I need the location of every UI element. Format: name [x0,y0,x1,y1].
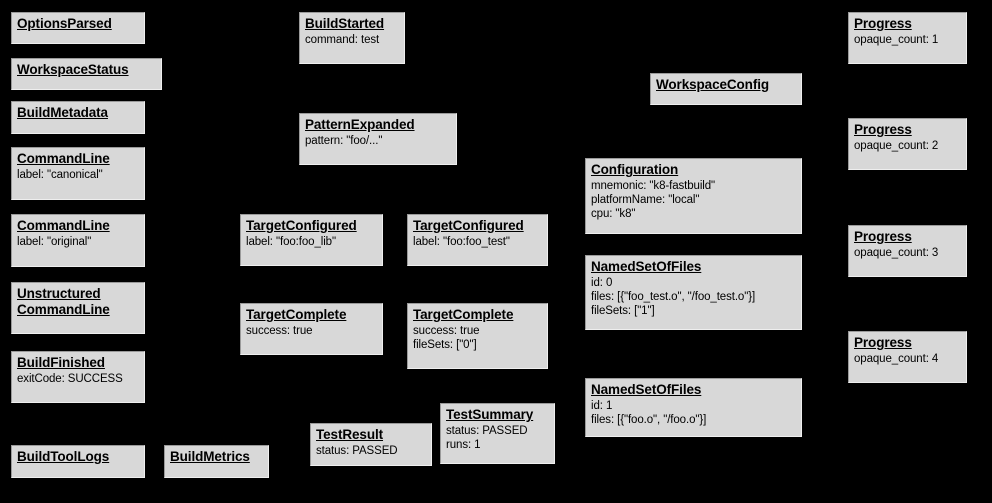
event-node-fields: exitCode: SUCCESS [17,373,123,385]
event-node-workspace-status[interactable]: WorkspaceStatus [11,58,162,90]
event-node-title: BuildFinished [17,355,105,370]
event-node-fields: id: 1 files: [{"foo.o", "/foo.o"}] [591,400,707,426]
event-node-title: OptionsParsed [17,16,112,31]
event-node-progress-1[interactable]: Progress opaque_count: 1 [848,12,967,64]
event-node-title: TargetComplete [413,307,514,322]
event-node-test-result[interactable]: TestResult status: PASSED [310,423,432,466]
event-node-title: Progress [854,122,912,137]
event-node-fields: id: 0 files: [{"foo_test.o", "/foo_test.… [591,277,756,317]
event-node-fields: mnemonic: "k8-fastbuild" platformName: "… [591,180,716,220]
event-node-progress-3[interactable]: Progress opaque_count: 3 [848,225,967,277]
event-node-title: PatternExpanded [305,117,415,132]
event-node-title: Progress [854,229,912,244]
event-node-title: Progress [854,335,912,350]
event-node-build-started[interactable]: BuildStarted command: test [299,12,405,64]
event-node-progress-4[interactable]: Progress opaque_count: 4 [848,331,967,383]
event-node-title: WorkspaceConfig [656,77,770,92]
event-node-title: TargetComplete [246,307,347,322]
event-node-fields: status: PASSED runs: 1 [446,425,528,451]
event-node-title: BuildMetadata [17,105,108,120]
event-node-title: BuildMetrics [170,449,250,464]
event-node-fields: opaque_count: 4 [854,353,939,365]
event-node-workspace-config[interactable]: WorkspaceConfig [650,73,802,105]
event-node-build-tool-logs[interactable]: BuildToolLogs [11,445,145,478]
event-node-title: TargetConfigured [246,218,357,233]
event-node-fields: label: "foo:foo_test" [413,236,510,248]
event-node-title: BuildStarted [305,16,385,31]
event-node-configuration[interactable]: Configuration mnemonic: "k8-fastbuild" pl… [585,158,802,234]
event-node-fields: label: "foo:foo_lib" [246,236,336,248]
event-node-fields: opaque_count: 2 [854,140,939,152]
event-node-title: CommandLine [17,218,110,233]
event-node-title: WorkspaceStatus [17,62,129,77]
event-node-title: NamedSetOfFiles [591,259,702,274]
event-node-test-summary[interactable]: TestSummary status: PASSED runs: 1 [440,403,555,464]
event-node-title: Configuration [591,162,679,177]
event-node-target-configured-foo-test[interactable]: TargetConfigured label: "foo:foo_test" [407,214,548,266]
event-node-options-parsed[interactable]: OptionsParsed [11,12,145,44]
event-node-title: TestResult [316,427,384,442]
event-node-fields: label: "original" [17,236,92,248]
event-node-unstructured-command-line[interactable]: Unstructured CommandLine [11,282,145,334]
event-node-fields: opaque_count: 1 [854,34,939,46]
event-node-title: CommandLine [17,151,110,166]
event-node-target-complete-foo-test[interactable]: TargetComplete success: true fileSets: ["… [407,303,548,369]
event-node-fields: command: test [305,34,380,46]
event-node-title: TargetConfigured [413,218,524,233]
event-node-title: TestSummary [446,407,534,422]
event-node-build-metrics[interactable]: BuildMetrics [164,445,269,478]
event-node-fields: pattern: "foo/..." [305,135,383,147]
event-node-title: BuildToolLogs [17,449,110,464]
event-node-fields: success: true [246,325,313,337]
event-node-progress-2[interactable]: Progress opaque_count: 2 [848,118,967,170]
event-node-fields: success: true fileSets: ["0"] [413,325,480,351]
event-node-command-line-canonical[interactable]: CommandLine label: "canonical" [11,147,145,200]
event-node-command-line-original[interactable]: CommandLine label: "original" [11,214,145,267]
event-node-title: NamedSetOfFiles [591,382,702,397]
event-node-fields: status: PASSED [316,445,398,457]
event-node-target-complete-foo-lib[interactable]: TargetComplete success: true [240,303,383,355]
event-node-target-configured-foo-lib[interactable]: TargetConfigured label: "foo:foo_lib" [240,214,383,266]
event-node-named-set-of-files-1[interactable]: NamedSetOfFiles id: 1 files: [{"foo.o", "… [585,378,802,437]
event-node-named-set-of-files-0[interactable]: NamedSetOfFiles id: 0 files: [{"foo_test.… [585,255,802,330]
event-node-title: Progress [854,16,912,31]
event-node-pattern-expanded[interactable]: PatternExpanded pattern: "foo/..." [299,113,457,165]
event-node-title: Unstructured CommandLine [17,286,110,317]
event-node-build-metadata[interactable]: BuildMetadata [11,101,145,134]
event-node-fields: opaque_count: 3 [854,247,939,259]
event-node-build-finished[interactable]: BuildFinished exitCode: SUCCESS [11,351,145,403]
event-node-fields: label: "canonical" [17,169,103,181]
